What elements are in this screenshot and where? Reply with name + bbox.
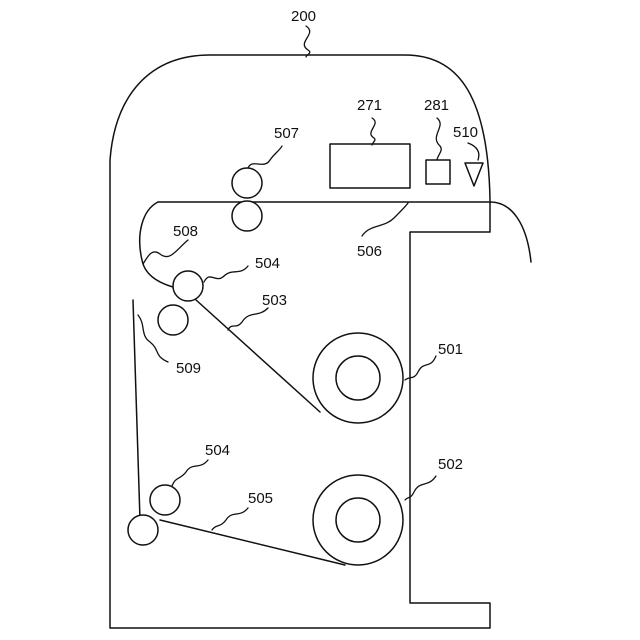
upper-roller-top <box>232 168 262 198</box>
lower-guide-roller <box>128 515 158 545</box>
label-guide-side: 509 <box>176 360 201 377</box>
display-panel <box>330 144 410 188</box>
label-sensor: 281 <box>424 97 449 114</box>
paper-roll-upper-outer <box>313 333 403 423</box>
label-path-top: 506 <box>357 243 382 260</box>
label-indicator: 510 <box>453 124 478 141</box>
feed-roller-upper <box>173 271 203 301</box>
label-upper-roller: 507 <box>274 125 299 142</box>
leader-200 <box>304 26 310 57</box>
leader-504-lower <box>172 460 208 486</box>
label-roll-lower: 502 <box>438 456 463 473</box>
paper-roll-lower-outer <box>313 475 403 565</box>
label-housing: 200 <box>291 8 316 25</box>
leader-510 <box>468 143 479 160</box>
leader-506 <box>362 203 408 236</box>
leader-505 <box>212 508 248 530</box>
leader-503 <box>228 308 268 330</box>
leader-507 <box>248 146 282 168</box>
label-guide-top: 508 <box>173 223 198 240</box>
leader-504-upper <box>204 266 248 282</box>
housing-outline <box>110 55 490 628</box>
leader-281 <box>436 118 441 160</box>
label-roll-upper: 501 <box>438 341 463 358</box>
label-display-panel: 271 <box>357 97 382 114</box>
leader-508 <box>143 240 188 264</box>
upper-tray <box>185 290 320 412</box>
leader-271 <box>371 118 375 145</box>
sensor-box <box>426 160 450 184</box>
label-tray-upper: 503 <box>262 292 287 309</box>
label-feed-roller-upper: 504 <box>255 255 280 272</box>
label-tray-lower: 505 <box>248 490 273 507</box>
upper-roller-bottom <box>232 201 262 231</box>
indicator-triangle <box>465 163 483 186</box>
guide-roller <box>158 305 188 335</box>
label-feed-roller-lower: 504 <box>205 442 230 459</box>
paper-exit-curve <box>490 202 531 262</box>
feed-roller-lower <box>150 485 180 515</box>
side-guide <box>133 300 140 520</box>
